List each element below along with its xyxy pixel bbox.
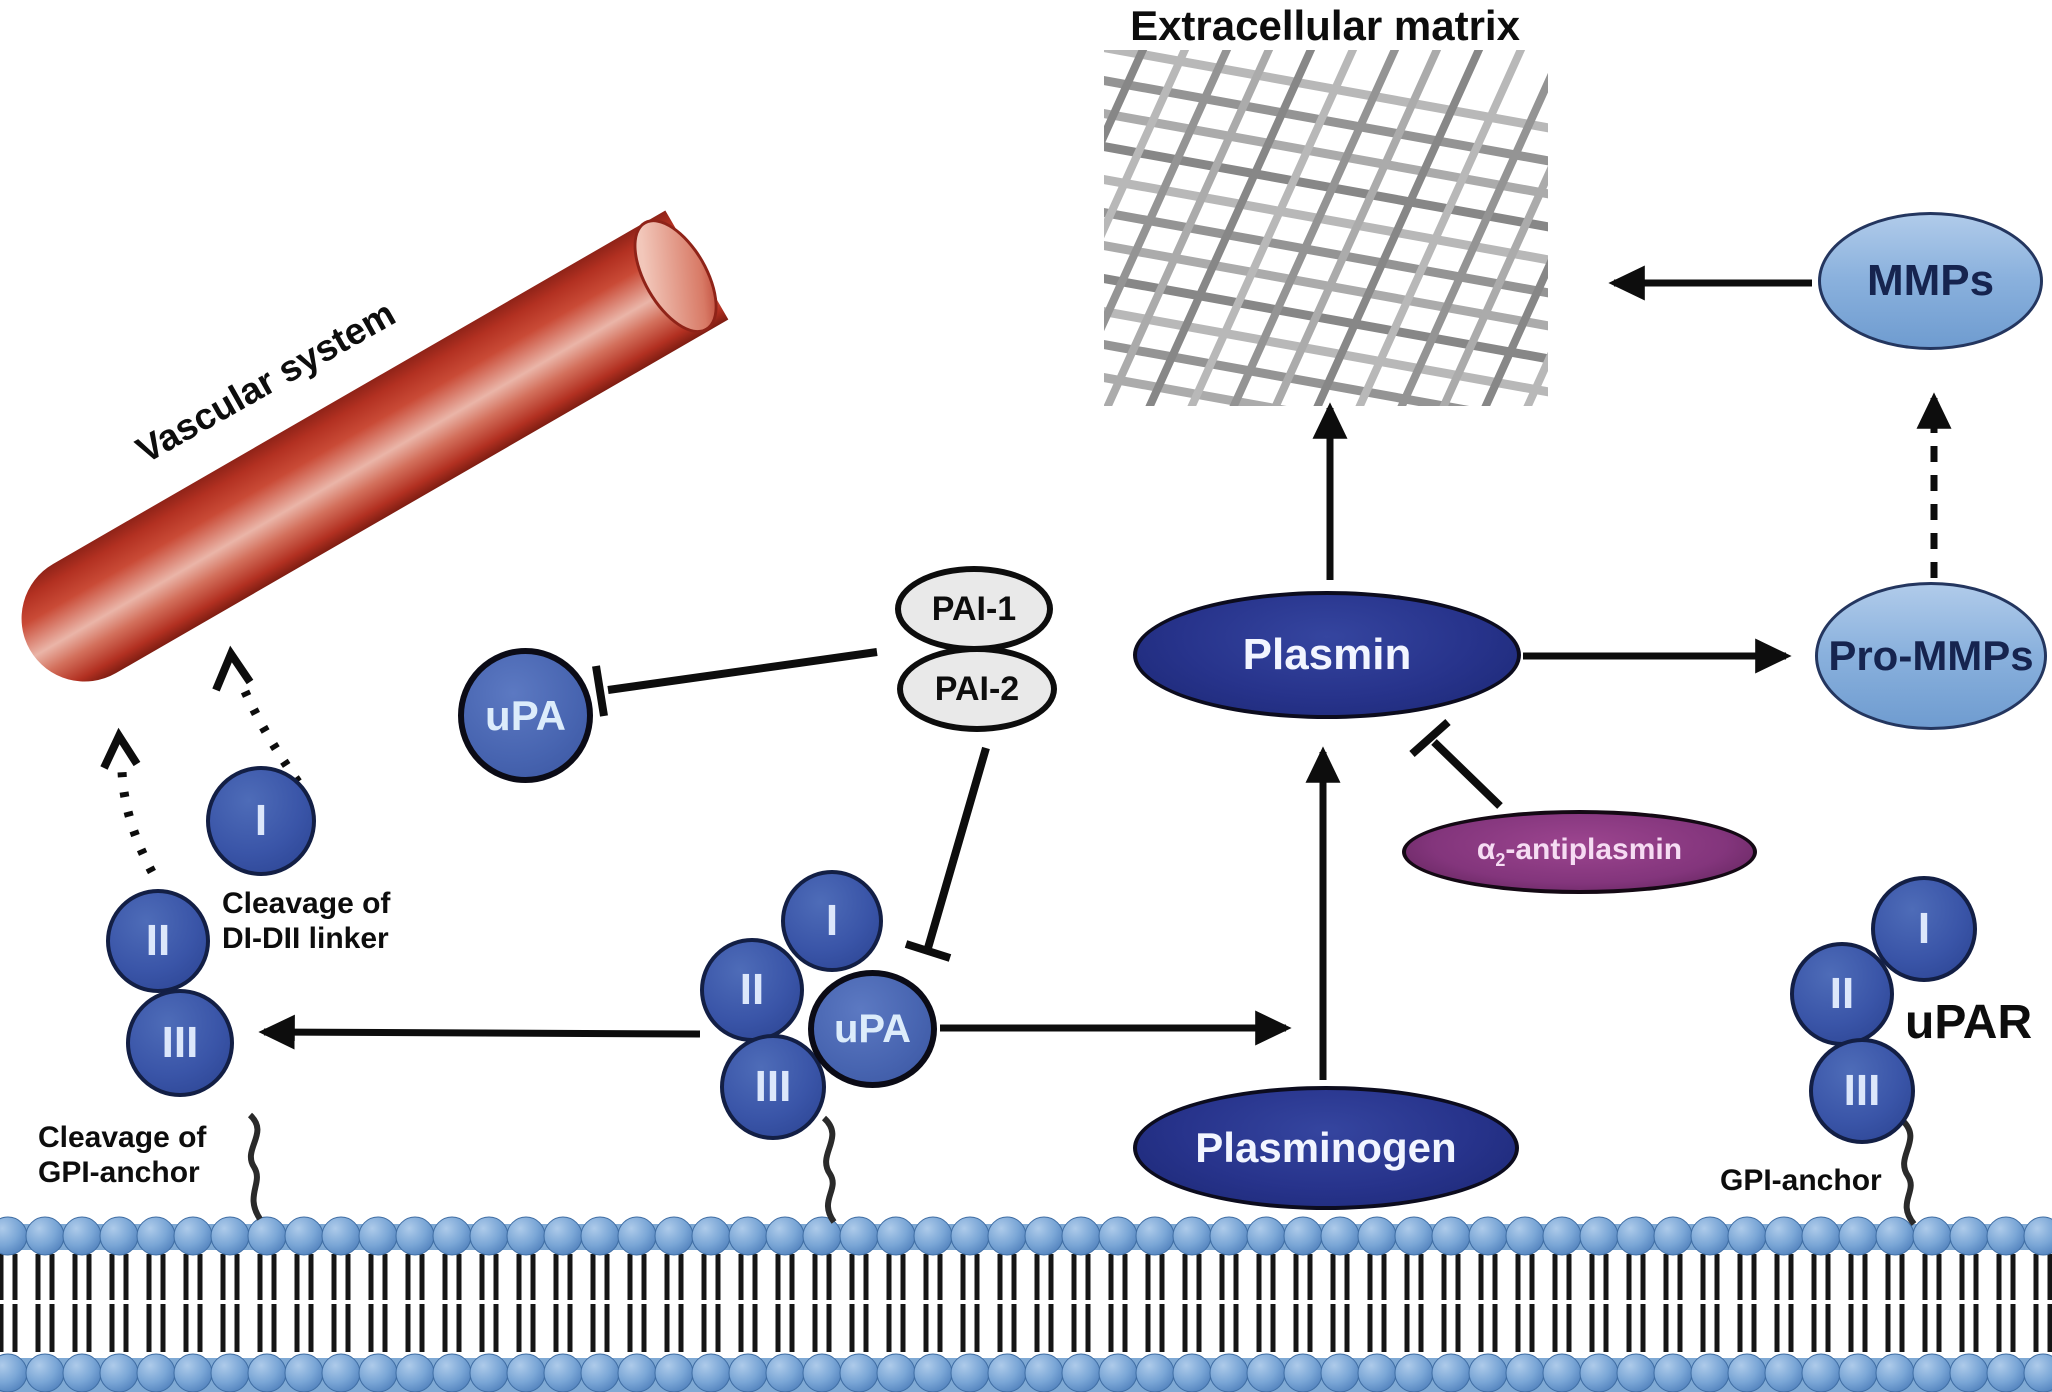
- complex-domain-3: III: [720, 1034, 826, 1140]
- extracellular-matrix-mesh: [1104, 50, 1548, 406]
- cleaved-domain-3: III: [126, 989, 234, 1097]
- inhibit-pai-to-free-upa-bar: [592, 665, 608, 717]
- mmps-node: MMPs: [1818, 212, 2043, 350]
- dotted-arrows: [100, 645, 302, 875]
- cleaved-domain-2: II: [106, 889, 210, 993]
- dotted-arrow-domain1: [235, 678, 302, 785]
- alpha2-antiplasmin-label: α2-antiplasmin: [1476, 833, 1683, 870]
- complex-domain-1: I: [781, 870, 883, 972]
- gpi-squiggle-right: [1899, 1117, 1917, 1226]
- upa-free-node: uPA: [458, 648, 593, 783]
- dotted-arrow-domain2: [117, 757, 156, 875]
- complex-domain-2: II: [700, 938, 804, 1042]
- pai-1-node: PAI-1: [895, 566, 1053, 652]
- gpi-squiggle-center: [821, 1115, 837, 1224]
- alpha2-antiplasmin-node: α2-antiplasmin: [1402, 810, 1757, 894]
- page-title: Extracellular matrix: [1130, 2, 1520, 49]
- inhibit-pai-to-free-upa-line: [607, 648, 878, 694]
- inhibit-antiplasmin-to-plasmin-bar: [1409, 719, 1451, 757]
- dotted-arrow-domain2-head: [100, 727, 141, 770]
- cell-membrane: [0, 1216, 2052, 1392]
- upar-domain-1: I: [1871, 876, 1977, 982]
- upar-domain-2: II: [1790, 942, 1894, 1046]
- inhibit-antiplasmin-to-plasmin-line: [1431, 739, 1503, 809]
- pro-mmps-node: Pro-MMPs: [1815, 582, 2047, 730]
- arrow-complex-to-cleaved-upar: [258, 1014, 701, 1050]
- plasminogen-node: Plasminogen: [1133, 1086, 1519, 1210]
- gpi-anchor-label: GPI-anchor: [1720, 1164, 1882, 1197]
- pai-2-node: PAI-2: [897, 646, 1057, 732]
- gpi-squiggle-left: [247, 1112, 263, 1221]
- inhibition-lines: [592, 648, 1503, 962]
- upar-label: uPAR: [1905, 996, 2033, 1049]
- cleavage-linker-label: Cleavage of DI-DII linker: [222, 887, 391, 955]
- inhibit-pai2-to-bound-upa-line: [924, 746, 990, 950]
- dotted-arrow-domain1-head: [212, 645, 254, 692]
- gpi-anchor-squiggles: [247, 1112, 1917, 1226]
- plasmin-node: Plasmin: [1133, 591, 1521, 719]
- inhibit-pai2-to-bound-upa-bar: [904, 940, 952, 962]
- arrows: [258, 265, 1952, 1080]
- upar-domain-3: III: [1809, 1038, 1915, 1144]
- upa-bound-node: uPA: [808, 970, 937, 1088]
- cleaved-domain-1: I: [206, 766, 316, 876]
- cleavage-gpi-label: Cleavage of GPI-anchor: [38, 1121, 207, 1189]
